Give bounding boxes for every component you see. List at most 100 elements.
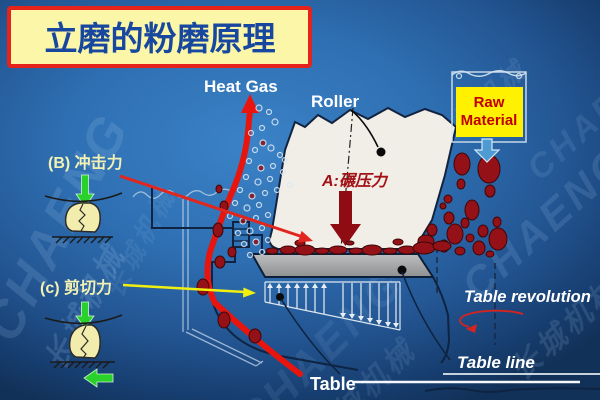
material-particle <box>426 223 438 237</box>
material-particle <box>485 250 495 258</box>
raw-material-label: Material <box>461 112 518 129</box>
gas-bubble <box>261 189 269 197</box>
gas-bubble <box>234 229 242 237</box>
material-particle <box>227 246 237 258</box>
material-particle <box>472 240 486 256</box>
raw-material-box <box>456 87 523 137</box>
table-revolution: Table revolution <box>459 288 591 333</box>
gas-bubble <box>286 181 294 189</box>
arc-b <box>44 192 123 203</box>
material-particle <box>412 241 436 255</box>
table-line-label: Table line <box>457 353 535 372</box>
rotation-arrow <box>459 309 524 328</box>
material-particle <box>212 222 224 238</box>
table-line-callout: Table line <box>443 353 600 375</box>
material-particle <box>328 245 348 255</box>
material-particle <box>456 178 466 190</box>
shear-rock-crack <box>80 325 89 359</box>
gas-bubble <box>240 240 248 248</box>
material-particle <box>477 224 489 238</box>
impact-force-diagram: (B) 冲击力 <box>44 153 123 244</box>
shear-rock <box>68 324 101 359</box>
table-dot <box>397 265 407 275</box>
material-particle <box>439 202 447 210</box>
material-particle <box>345 240 355 246</box>
material-particle <box>453 152 471 176</box>
gas-bubble <box>264 211 272 219</box>
gas-bubble <box>236 186 244 194</box>
roller-dot <box>376 147 386 157</box>
gas-bubble <box>273 186 281 194</box>
material-particle <box>294 244 316 256</box>
pressure-down-arrowhead <box>393 323 399 328</box>
feed-arrow <box>473 138 501 163</box>
material-particle <box>361 244 383 256</box>
table-leader-line <box>280 298 341 375</box>
gas-bubble <box>258 224 266 232</box>
material-particle <box>382 247 398 255</box>
pressure-up-arrowhead <box>321 283 327 288</box>
table-line-leader <box>401 271 451 361</box>
gas-bubble <box>267 144 275 152</box>
pressure-up-arrowhead <box>294 283 300 288</box>
gas-bubble <box>265 108 273 116</box>
material-particle <box>217 311 231 329</box>
pressure-down-arrowhead <box>358 316 364 321</box>
gas-bubble <box>271 118 279 126</box>
gas-bubble <box>264 236 272 244</box>
pressure-up-arrowhead <box>312 283 318 288</box>
table-callout: Table <box>310 374 580 394</box>
gas-bubble <box>245 157 253 165</box>
gas-bubble <box>269 162 277 170</box>
pressure-down-arrowhead <box>376 320 382 325</box>
pressure-up-arrowhead <box>276 283 282 288</box>
green-down-arrow-c <box>75 301 95 329</box>
gas-bubble <box>258 248 266 256</box>
watermark-text: CHAENG <box>453 136 600 309</box>
shear-force-diagram: (c) 剪切力 <box>40 278 123 388</box>
ground-hatch-b <box>52 236 113 244</box>
material-particle <box>196 278 210 296</box>
chute-line <box>185 328 264 367</box>
shear-force-label: (c) 剪切力 <box>40 278 112 297</box>
raw-material-chute: Raw Material <box>451 70 527 163</box>
pressure-profile-dot <box>276 293 284 301</box>
axis-dashed-line <box>436 247 496 345</box>
rotation-arrow-head <box>466 324 477 333</box>
material-particle <box>460 217 470 229</box>
raw-material-label: Raw <box>474 94 505 111</box>
page-title: 立磨的粉磨原理 <box>45 20 276 57</box>
shear-leader-arrow <box>122 283 256 298</box>
title-banner: 立磨的粉磨原理 <box>7 6 312 68</box>
roller-callout: Roller <box>311 92 386 157</box>
material-particle <box>443 194 453 204</box>
material-particle <box>484 184 496 198</box>
gas-bubble <box>248 192 256 200</box>
gas-bubble <box>246 227 254 235</box>
material-particle <box>248 328 262 344</box>
material-particle <box>348 247 364 255</box>
gas-bubble <box>246 251 254 259</box>
impact-leader-arrow <box>119 174 313 243</box>
table-surface <box>250 253 435 278</box>
gas-bubble <box>259 139 267 147</box>
gas-bubble <box>242 173 250 181</box>
material-particle <box>464 199 480 221</box>
material-particle <box>279 245 297 255</box>
compression-force-arrow <box>330 191 361 246</box>
gas-bubble <box>251 146 259 154</box>
gas-bubble <box>279 168 287 176</box>
gas-bubble <box>281 156 289 164</box>
pressure-down-arrowhead <box>367 318 373 323</box>
heat-gas-flow-arrow <box>204 94 303 377</box>
pressure-profile-arrows <box>267 283 399 328</box>
gas-bubble <box>254 178 262 186</box>
gas-bubble <box>276 151 284 159</box>
table-label: Table <box>310 374 356 394</box>
roller-label: Roller <box>311 92 360 111</box>
pressure-up-arrowhead <box>267 283 273 288</box>
pressure-down-arrowhead <box>349 314 355 319</box>
material-particle <box>492 216 502 228</box>
